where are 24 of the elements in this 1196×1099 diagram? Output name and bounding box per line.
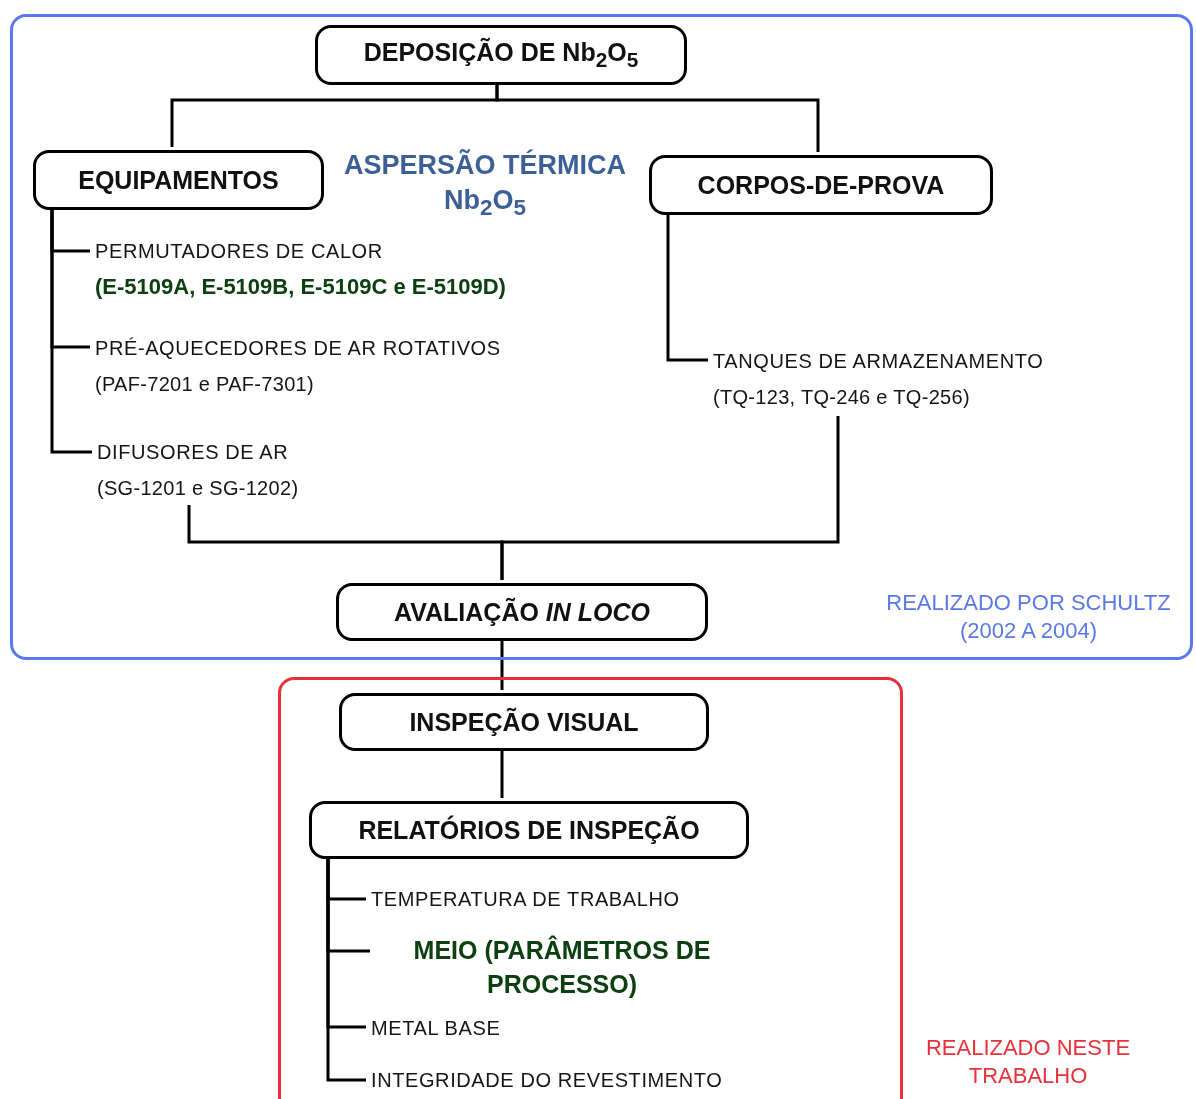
region-note: REALIZADO NESTE TRABALHO <box>924 1034 1132 1090</box>
item-detail: (TQ-123, TQ-246 e TQ-256) <box>713 385 971 410</box>
process-box: CORPOS-DE-PROVA <box>649 155 993 215</box>
process-box: AVALIAÇÃO IN LOCO <box>336 583 708 641</box>
item-title: TANQUES DE ARMAZENAMENTO <box>713 349 1045 374</box>
item-title: MEIO (PARÂMETROS DE PROCESSO) <box>412 934 712 1000</box>
item-title: PRÉ-AQUECEDORES DE AR ROTATIVOS <box>95 336 502 361</box>
process-box: RELATÓRIOS DE INSPEÇÃO <box>309 801 749 859</box>
process-box: INSPEÇÃO VISUAL <box>339 693 709 751</box>
region-frame <box>278 677 903 1099</box>
item-detail: (PAF-7201 e PAF-7301) <box>95 372 315 397</box>
connector-line <box>500 416 840 580</box>
item-title: METAL BASE <box>371 1016 502 1041</box>
item-title: INTEGRIDADE DO REVESTIMENTO <box>371 1068 724 1093</box>
item-detail: (E-5109A, E-5109B, E-5109C e E-5109D) <box>95 273 507 301</box>
item-title: DIFUSORES DE AR <box>97 440 290 465</box>
region-note: REALIZADO POR SCHULTZ (2002 A 2004) <box>885 589 1172 645</box>
region-frame <box>10 14 1193 660</box>
process-box: DEPOSIÇÃO DE Nb$_{2}$O$_{5}$ <box>315 25 687 85</box>
item-title: TEMPERATURA DE TRABALHO <box>371 887 681 912</box>
item-title: PERMUTADORES DE CALOR <box>95 239 384 264</box>
item-detail: (SG-1201 e SG-1202) <box>97 476 300 501</box>
process-box: EQUIPAMENTOS <box>33 150 324 210</box>
section-heading: ASPERSÃO TÉRMICA Nb$_{2}$O$_{5}$ <box>343 148 627 223</box>
